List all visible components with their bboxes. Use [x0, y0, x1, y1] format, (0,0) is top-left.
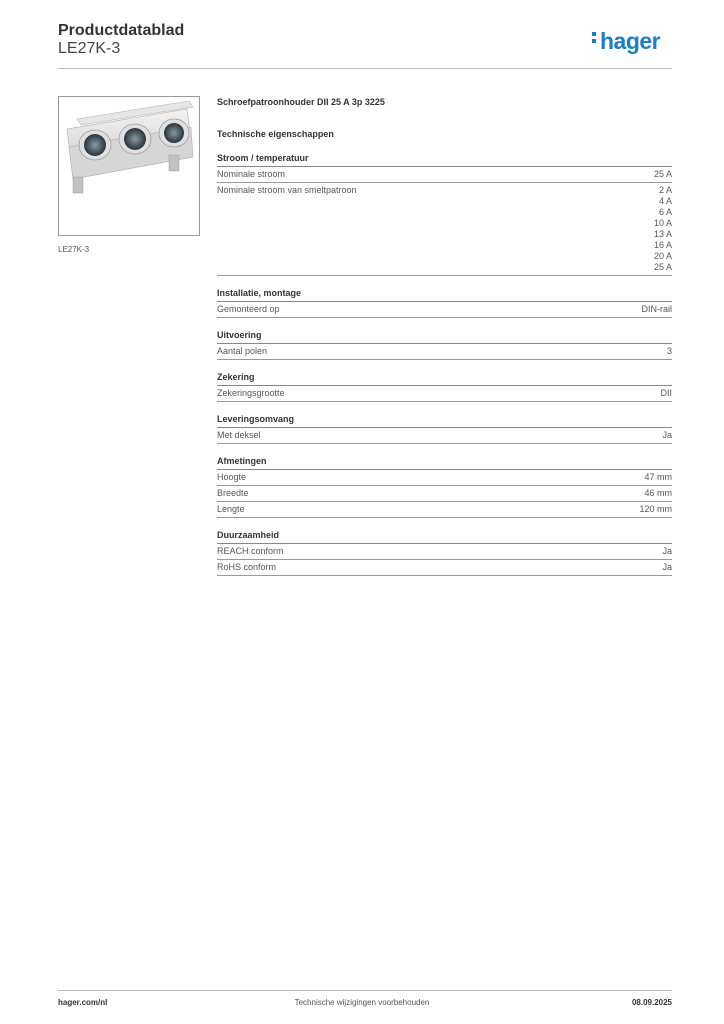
spec-value: 46 mm: [644, 488, 672, 498]
spec-row: REACH conform Ja: [217, 544, 672, 560]
spec-values: DIN-rail: [642, 304, 673, 315]
product-code: LE27K-3: [58, 40, 121, 57]
spec-value: 120 mm: [639, 504, 672, 514]
spec-value: 2 A: [658, 185, 672, 195]
spec-row: RoHS conform Ja: [217, 560, 672, 576]
spec-value: 10 A: [653, 218, 672, 228]
spec-value: 25 A: [653, 262, 672, 272]
footer-date: 08.09.2025: [631, 998, 672, 1007]
spec-row: Hoogte 47 mm: [217, 470, 672, 486]
spec-label: Lengte: [217, 504, 245, 514]
header-divider: [58, 68, 672, 69]
footer-website: hager.com/nl: [58, 998, 108, 1007]
spec-row: Nominale stroom 25 A: [217, 167, 672, 183]
spec-label: REACH conform: [217, 546, 284, 556]
spec-label: RoHS conform: [217, 562, 277, 572]
spec-label: Met deksel: [217, 430, 261, 440]
spec-value: DII: [660, 388, 672, 398]
spec-values: 3: [667, 346, 672, 357]
spec-label: Aantal polen: [217, 346, 268, 356]
spec-values: Ja: [662, 546, 672, 557]
product-image: [58, 96, 200, 236]
spec-label: Hoogte: [217, 472, 247, 482]
spec-row: Breedte 46 mm: [217, 486, 672, 502]
spec-value: 3: [666, 346, 672, 356]
spec-values: Ja: [662, 430, 672, 441]
spec-label: Breedte: [217, 488, 249, 498]
page-title: Productdatablad: [58, 22, 185, 39]
spec-value: DIN-rail: [641, 304, 673, 314]
spec-value: 20 A: [653, 251, 672, 261]
spec-label: Zekeringsgrootte: [217, 388, 285, 398]
spec-value: 4 A: [658, 196, 672, 206]
tech-heading: Technische eigenschappen: [217, 129, 334, 139]
spec-value: 13 A: [653, 229, 672, 239]
spec-value: Ja: [662, 562, 672, 572]
spec-value: Ja: [662, 430, 672, 440]
section-title: Duurzaamheid: [217, 530, 672, 544]
spec-values: 120 mm: [639, 504, 672, 515]
spec-values: 46 mm: [644, 488, 672, 499]
footer-divider: [58, 990, 672, 991]
spec-row: Zekeringsgrootte DII: [217, 386, 672, 402]
spec-value: 16 A: [653, 240, 672, 250]
spec-row: Met deksel Ja: [217, 428, 672, 444]
spec-row: Gemonteerd op DIN-rail: [217, 302, 672, 318]
spec-values: 25 A: [654, 169, 672, 180]
product-image-caption: LE27K-3: [58, 245, 90, 254]
spec-values: DII: [660, 388, 672, 399]
product-name: Schroefpatroonhouder DII 25 A 3p 3225: [217, 97, 385, 107]
spec-label: Gemonteerd op: [217, 304, 280, 314]
spec-values: Ja: [662, 562, 672, 573]
section-title: Stroom / temperatuur: [217, 153, 672, 167]
spec-row: Aantal polen 3: [217, 344, 672, 360]
spec-value: Ja: [662, 546, 672, 556]
footer-disclaimer: Technische wijzigingen voorbehouden: [294, 998, 430, 1007]
section-title: Uitvoering: [217, 330, 672, 344]
logo-dots-icon: [592, 29, 597, 46]
spec-row: Lengte 120 mm: [217, 502, 672, 518]
section-title: Afmetingen: [217, 456, 672, 470]
spec-label: Nominale stroom: [217, 169, 286, 179]
spec-value: 25 A: [653, 169, 672, 179]
spec-values: 47 mm: [644, 472, 672, 483]
section-title: Zekering: [217, 372, 672, 386]
hager-logo: hager: [592, 28, 661, 55]
fuse-holder-icon: [66, 100, 194, 194]
section-title: Leveringsomvang: [217, 414, 672, 428]
spec-value: 47 mm: [644, 472, 672, 482]
section-title: Installatie, montage: [217, 288, 672, 302]
spec-content: Schroefpatroonhouder DII 25 A 3p 3225 Te…: [217, 97, 672, 588]
spec-value: 6 A: [658, 207, 672, 217]
logo-text: hager: [600, 28, 661, 54]
spec-label: Nominale stroom van smeltpatroon: [217, 185, 357, 195]
